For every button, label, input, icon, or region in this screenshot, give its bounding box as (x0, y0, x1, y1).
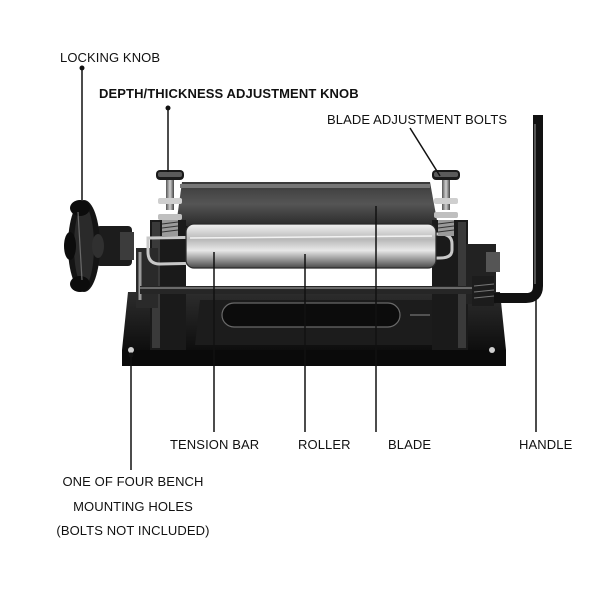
label-mounting-line3: (BOLTS NOT INCLUDED) (56, 523, 210, 538)
label-locking-knob: LOCKING KNOB (60, 50, 161, 65)
label-roller: ROLLER (298, 437, 351, 452)
leader-dots (79, 65, 171, 358)
left-knob-assembly (64, 200, 134, 292)
leader-blade-bolts (409, 127, 441, 177)
blade-adjustment-bolt-icon (432, 170, 460, 236)
depth-adjustment-knob-icon (156, 170, 184, 236)
locking-knob-icon (64, 200, 104, 292)
handle-icon (472, 115, 543, 306)
label-depth-knob: DEPTH/THICKNESS ADJUSTMENT KNOB (99, 86, 359, 101)
label-tension-bar: TENSION BAR (170, 437, 260, 452)
label-blade: BLADE (388, 437, 432, 452)
label-mounting-line1: ONE OF FOUR BENCH (62, 474, 204, 489)
lower-axle (140, 286, 490, 294)
label-mounting-line2: MOUNTING HOLES (73, 499, 193, 514)
leader-lines (81, 68, 537, 470)
label-blade-bolts: BLADE ADJUSTMENT BOLTS (327, 112, 508, 127)
label-handle: HANDLE (519, 437, 573, 452)
base-slot (221, 302, 401, 328)
mounting-hole-icon (128, 347, 134, 353)
base-plate (122, 292, 506, 366)
roller (185, 223, 437, 269)
